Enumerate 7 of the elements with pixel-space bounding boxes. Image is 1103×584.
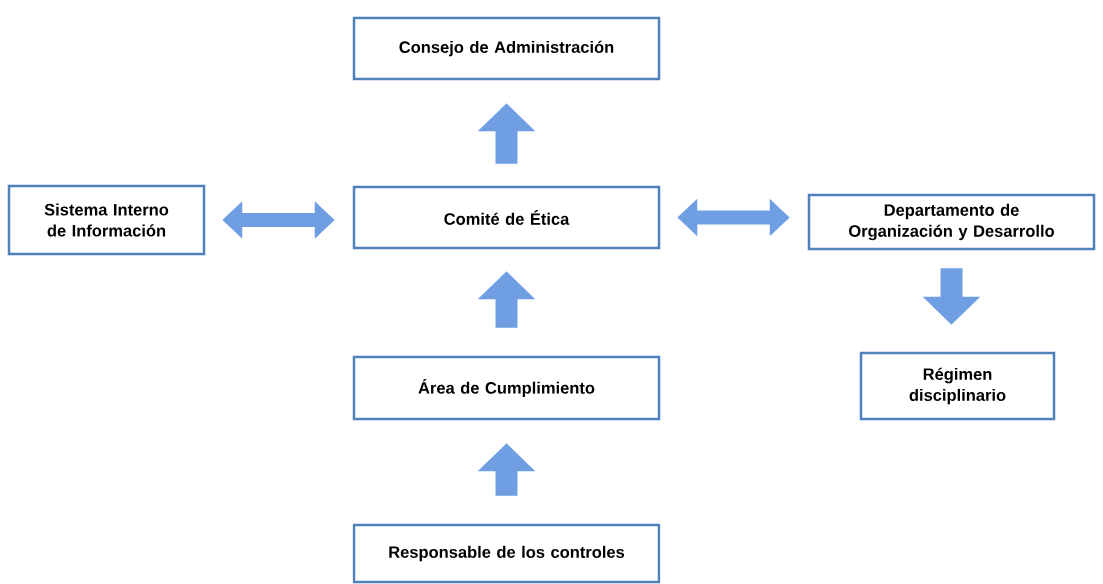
process-box: Régimen disciplinario — [859, 351, 1056, 421]
process-box: Departamento de Organización y Desarrollo — [807, 193, 1096, 251]
process-box: Consejo de Administración — [352, 16, 661, 81]
process-box: Responsable de los controles — [352, 523, 661, 584]
process-box: Sistema Interno de Información — [7, 184, 206, 256]
process-box: Área de Cumplimiento — [352, 355, 661, 421]
process-box: Comité de Ética — [352, 185, 661, 250]
